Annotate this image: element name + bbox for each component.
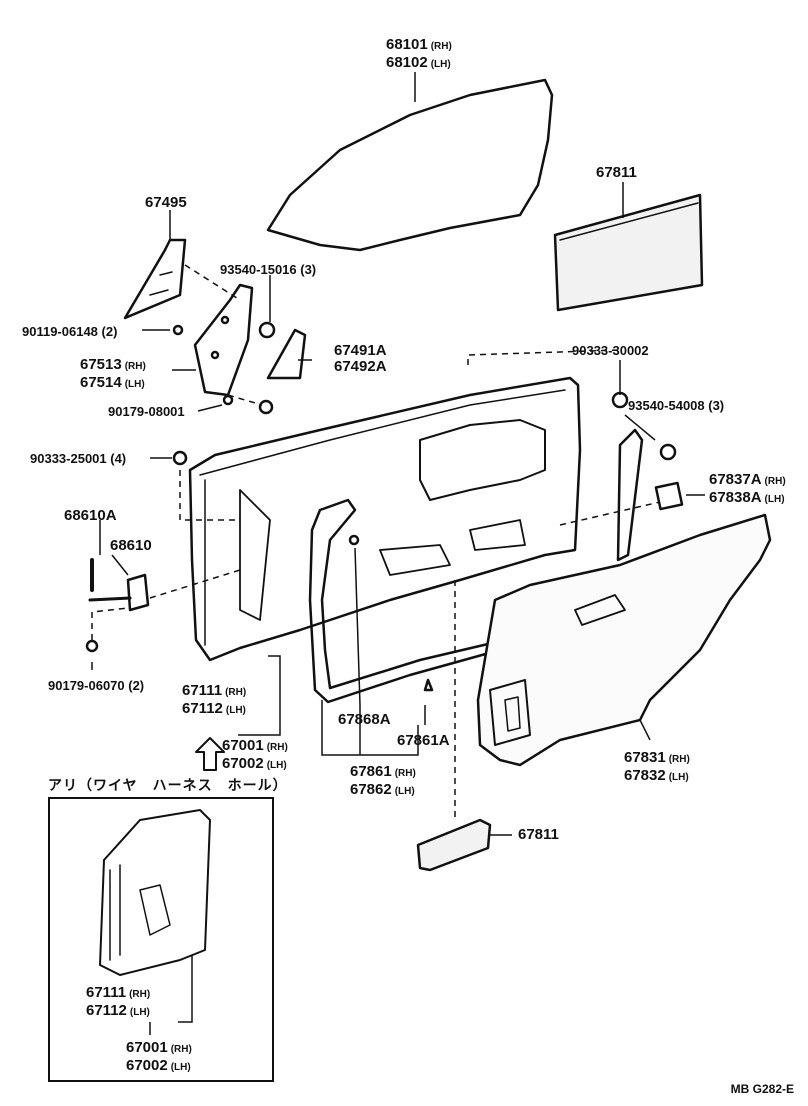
label-67001: 67001(RH) 67002(LH) bbox=[222, 737, 288, 772]
door-frame bbox=[188, 376, 582, 662]
service-cover-bottom bbox=[416, 818, 492, 872]
label-67861: 67861(RH) 67862(LH) bbox=[350, 763, 416, 798]
label-93540-54008: 93540-54008 (3) bbox=[628, 398, 725, 413]
service-cover-top bbox=[553, 193, 704, 312]
label-67837A: 67837A(RH) 67838A(LH) bbox=[709, 471, 786, 506]
label-67811-bottom: 67811 bbox=[518, 826, 559, 843]
regulator-rail bbox=[616, 428, 644, 562]
label-90179-08001: 90179-08001 bbox=[108, 404, 185, 419]
label-68101: 68101(RH) 68102(LH) bbox=[386, 36, 452, 71]
inset-door bbox=[99, 809, 211, 976]
label-90333-25001: 90333-25001 (4) bbox=[30, 451, 127, 466]
inner-panel-hole bbox=[419, 419, 546, 501]
label-90179-06070: 90179-06070 (2) bbox=[48, 678, 145, 693]
inset-label-67001: 67001(RH) 67002(LH) bbox=[126, 1039, 192, 1074]
diagram-code: MB G282-E bbox=[730, 1082, 794, 1096]
arrow-up bbox=[195, 737, 225, 771]
door-hinge bbox=[126, 573, 150, 612]
label-68610A: 68610A bbox=[64, 507, 117, 524]
label-93540-15016: 93540-15016 (3) bbox=[220, 262, 317, 277]
mirror-bracket bbox=[123, 238, 187, 320]
weatherstrip bbox=[308, 498, 507, 704]
label-67513: 67513(RH) 67514(LH) bbox=[80, 356, 146, 391]
label-67868A: 67868A bbox=[338, 711, 391, 728]
door-trim-panel bbox=[476, 513, 772, 767]
label-67861A: 67861A bbox=[397, 732, 450, 749]
label-67491A: 67491A 67492A bbox=[334, 342, 387, 375]
label-90333-30002: 90333-30002 bbox=[572, 343, 649, 358]
label-67831: 67831(RH) 67832(LH) bbox=[624, 749, 690, 784]
label-90119-06148: 90119-06148 (2) bbox=[22, 324, 118, 339]
inset-label-67111: 67111(RH) 67112(LH) bbox=[86, 984, 151, 1019]
label-68610: 68610 bbox=[110, 537, 152, 554]
inset-title: アリ（ワイヤ ハーネス ホール） bbox=[48, 777, 288, 793]
label-67811-top: 67811 bbox=[596, 164, 637, 181]
inset-box bbox=[48, 797, 274, 1082]
clip-67837 bbox=[654, 481, 684, 511]
corner-cover bbox=[266, 328, 307, 380]
door-glass bbox=[266, 78, 554, 252]
label-67495: 67495 bbox=[145, 194, 187, 211]
corner-bracket bbox=[193, 283, 254, 397]
label-67111: 67111(RH) 67112(LH) bbox=[182, 682, 247, 717]
